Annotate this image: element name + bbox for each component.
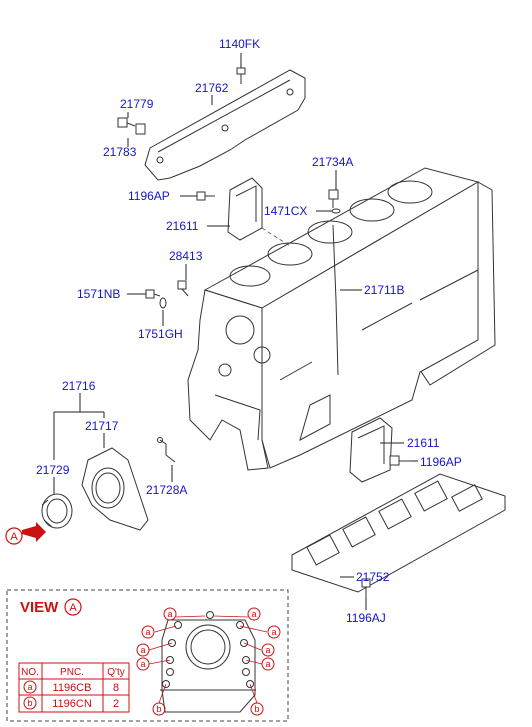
callout-a-3: a <box>145 627 150 637</box>
label-21734a: 21734A <box>312 155 353 169</box>
bolt-1196aj-drawing <box>361 578 371 598</box>
label-21783: 21783 <box>103 145 137 159</box>
label-21728a: 21728A <box>146 483 187 497</box>
callout-a-2: a <box>251 609 256 619</box>
label-21752: 21752 <box>356 570 390 584</box>
cylinder-block-drawing <box>187 167 496 471</box>
fitting-21779-drawing <box>117 117 146 135</box>
label-21762: 21762 <box>195 81 229 95</box>
table-header-pnc: PNC. <box>60 667 84 678</box>
callout-b-1: b <box>156 704 161 714</box>
table-header-no: NO. <box>21 667 39 678</box>
label-21611-top: 21611 <box>166 219 199 233</box>
callout-a-8: a <box>265 659 270 669</box>
view-callouts: a a a a a a a a b b <box>136 607 281 716</box>
callout-a-5: a <box>140 645 145 655</box>
view-title: VIEW <box>20 599 59 616</box>
view-arrow-marker: A <box>10 531 18 543</box>
callout-a-1: a <box>167 609 172 619</box>
table-row-1-qty: 8 <box>113 682 119 694</box>
label-28413: 28413 <box>169 249 203 263</box>
part-labels: 1140FK 21762 21779 21783 21734A 1196AP 1… <box>36 37 462 625</box>
oil-seal-drawing <box>41 493 73 529</box>
label-1196ap-top: 1196AP <box>128 189 170 203</box>
view-retainer-drawing <box>160 611 256 713</box>
view-title-marker: A <box>69 602 77 614</box>
callout-a-4: a <box>271 627 276 637</box>
label-21717: 21717 <box>85 419 119 433</box>
callout-b-2: b <box>254 704 259 714</box>
label-21611-bottom: 21611 <box>407 436 440 450</box>
view-callout-lines <box>148 615 268 704</box>
mount-bracket-top-drawing <box>227 177 291 247</box>
label-21711b: 21711B <box>364 283 404 297</box>
bolt-21734a-drawing <box>328 189 341 214</box>
view-a-arrow: A <box>5 522 46 545</box>
label-1571nb: 1571NB <box>77 287 120 301</box>
table-row-2-qty: 2 <box>113 698 119 710</box>
label-1196ap-bottom: 1196AP <box>420 455 462 469</box>
bolt-1140fk-drawing <box>236 67 246 84</box>
bracket-21728a-drawing <box>157 437 176 463</box>
view-parts-table: NO. PNC. Q'ty a 1196CB 8 b 1196CN 2 <box>18 662 130 713</box>
label-21729: 21729 <box>36 463 70 477</box>
bolt-1196ap-top-drawing <box>196 191 215 201</box>
callout-a-7: a <box>140 659 145 669</box>
view-a-box: VIEW A <box>6 589 289 722</box>
label-1471cx: 1471CX <box>264 204 307 218</box>
label-21716: 21716 <box>62 379 96 393</box>
seal-retainer-drawing <box>81 447 149 531</box>
table-row-1-no: a <box>27 682 32 692</box>
leader-lines <box>53 53 418 610</box>
label-1140fk: 1140FK <box>219 37 260 51</box>
label-1751gh: 1751GH <box>138 327 183 341</box>
heat-shield-drawing <box>144 69 306 181</box>
label-21779: 21779 <box>120 97 154 111</box>
table-header-qty: Q'ty <box>107 667 124 678</box>
bolt-1196ap-bottom-drawing <box>389 455 410 466</box>
label-1196aj: 1196AJ <box>346 611 386 625</box>
table-row-1-pnc: 1196CB <box>53 682 92 694</box>
ladder-frame-drawing <box>291 473 506 593</box>
callout-a-6: a <box>265 645 270 655</box>
mount-bracket-bottom-drawing <box>349 417 393 483</box>
table-row-2-pnc: 1196CN <box>52 698 92 710</box>
small-fittings-drawing <box>145 280 189 309</box>
table-row-2-no: b <box>27 698 32 708</box>
